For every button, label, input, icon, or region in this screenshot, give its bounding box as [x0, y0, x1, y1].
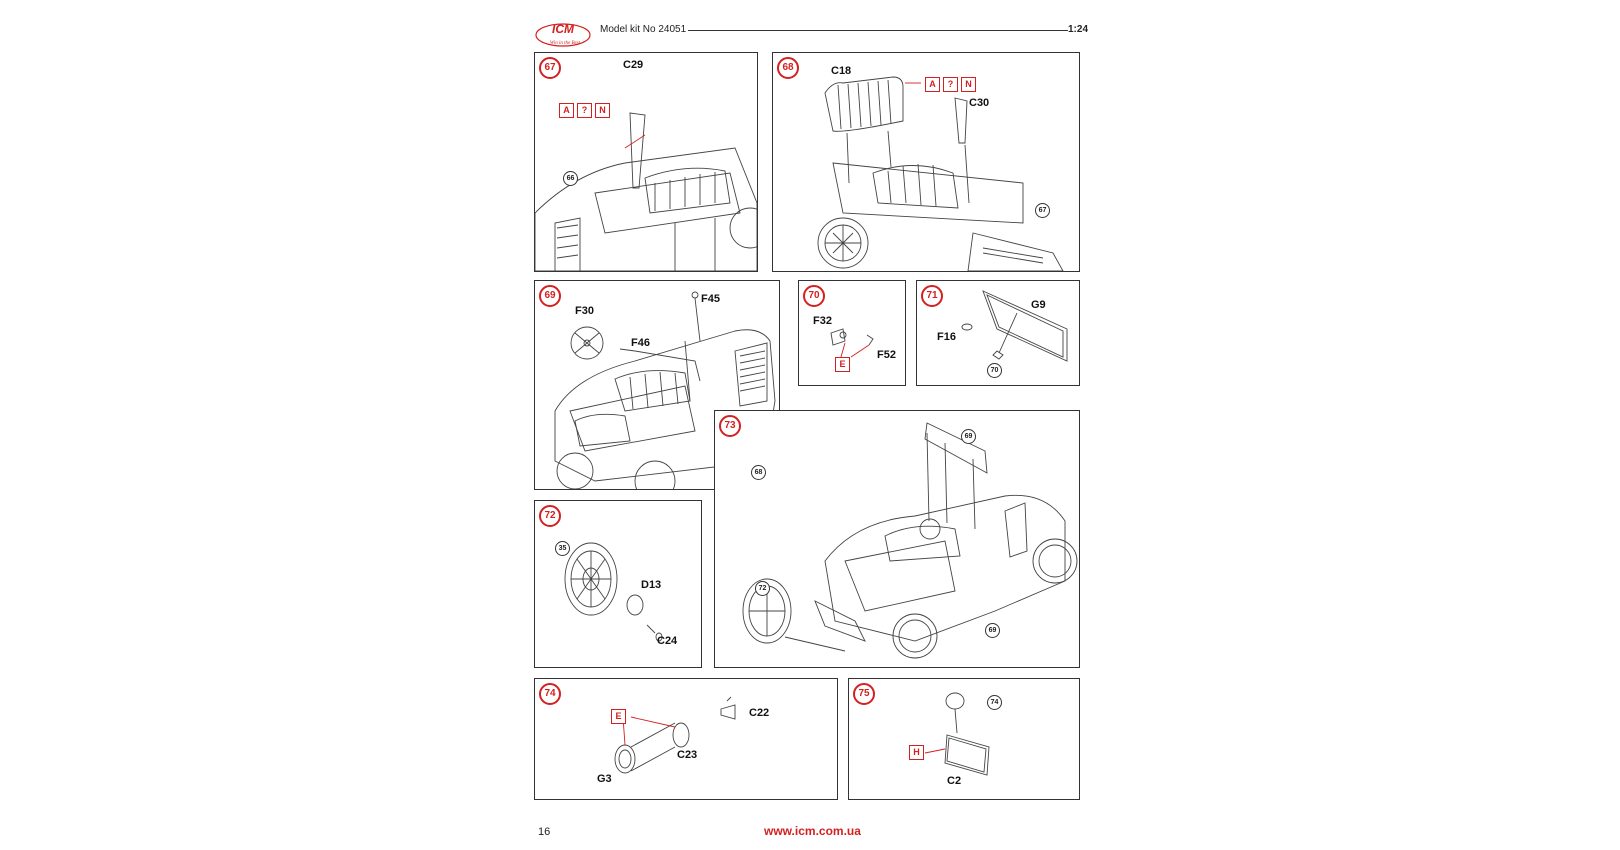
paint-code: A	[559, 103, 574, 118]
car-seat-back-drawing	[817, 76, 1064, 271]
step-74-panel: 74 E C22 C23 G3	[534, 678, 838, 800]
part-label: F45	[701, 293, 720, 305]
windshield-frame-drawing	[961, 290, 1068, 362]
part-label: C18	[831, 65, 852, 77]
step-number: 74	[539, 683, 561, 705]
part-label: G9	[1031, 299, 1046, 311]
license-plate-drawing	[924, 692, 990, 776]
part-label: C23	[677, 749, 698, 761]
spare-wheel-drawing	[564, 542, 663, 642]
logo-text: ICM	[552, 22, 575, 36]
step-number: 68	[777, 57, 799, 79]
step-number: 71	[921, 285, 943, 307]
step-number: 73	[719, 415, 741, 437]
step-reference: 35	[555, 541, 570, 556]
car-interior-drawing	[535, 112, 757, 271]
part-label: F30	[575, 305, 594, 317]
part-label: G3	[597, 773, 612, 785]
step-reference: 68	[751, 465, 766, 480]
paint-code: N	[595, 103, 610, 118]
step-reference: 70	[987, 363, 1002, 378]
website-link[interactable]: www.icm.com.ua	[764, 824, 861, 838]
header-rule	[688, 30, 1068, 31]
paint-code: E	[611, 709, 626, 724]
page-number: 16	[538, 826, 551, 838]
instruction-page: ICM Win in the Best Model kit No 24051 1…	[534, 14, 1098, 844]
step-number: 70	[803, 285, 825, 307]
icm-logo: ICM Win in the Best	[534, 18, 592, 52]
part-label: C30	[969, 97, 990, 109]
step-67-panel: 67 C29 A ? N 66	[534, 52, 758, 272]
step-number: 72	[539, 505, 561, 527]
paint-code: E	[835, 357, 850, 372]
step-reference: 74	[987, 695, 1002, 710]
logo-tagline: Win in the Best	[550, 41, 581, 46]
part-label: C2	[947, 775, 962, 787]
part-label: F16	[937, 331, 956, 343]
part-label: C24	[657, 635, 678, 647]
step-72-panel: 72 35 D13 C24	[534, 500, 702, 668]
step-reference: 67	[1035, 203, 1050, 218]
step-75-panel: 75 74 H C2	[848, 678, 1080, 800]
part-label: F32	[813, 315, 832, 327]
step-number: 75	[853, 683, 875, 705]
paint-code: ?	[943, 77, 958, 92]
part-label: C22	[749, 707, 770, 719]
paint-code: H	[909, 745, 924, 760]
step-reference: 69	[961, 429, 976, 444]
step-number: 67	[539, 57, 561, 79]
part-label: D13	[641, 579, 662, 591]
step-73-panel: 73 69 72 69	[714, 410, 1080, 668]
step-reference: 69	[985, 623, 1000, 638]
part-label: F46	[631, 337, 650, 349]
paint-code: N	[961, 77, 976, 92]
part-label: F52	[877, 349, 896, 361]
paint-code: ?	[577, 103, 592, 118]
step-number: 69	[539, 285, 561, 307]
step-71-panel: 71 G9 F16 70	[916, 280, 1080, 386]
step-68-panel: 68 C18 C30 A ? N 67	[772, 52, 1080, 272]
step-reference: 66	[563, 171, 578, 186]
step-70-panel: 70 F32 F52 E	[798, 280, 906, 386]
kit-title: Model kit No 24051	[600, 24, 687, 35]
part-label: C29	[623, 59, 644, 71]
paint-code: A	[925, 77, 940, 92]
tail-light-drawing	[614, 696, 736, 774]
dashboard-assembly-drawing	[554, 291, 776, 489]
car-final-assembly-drawing	[742, 422, 1078, 659]
kit-scale: 1:24	[1067, 24, 1088, 35]
mirror-parts-drawing	[830, 328, 874, 358]
step-reference: 72	[755, 581, 770, 596]
